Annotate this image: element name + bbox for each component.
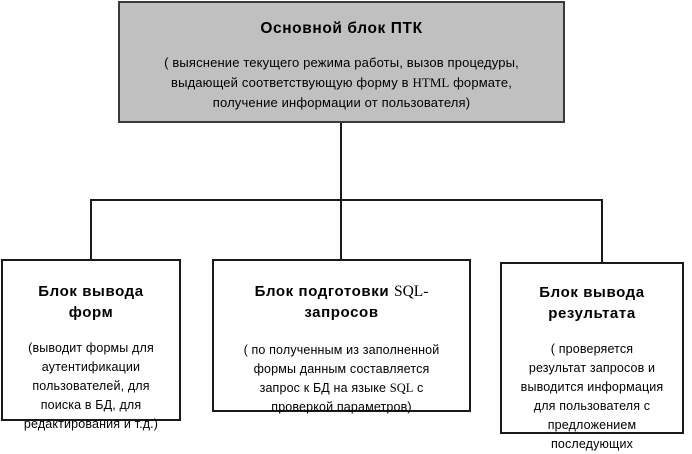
node-sql-prep-title-after: запросов (304, 304, 379, 321)
connector-drop-right (601, 199, 603, 262)
node-result-output-block: Блок вывода результата ( проверяется рез… (500, 262, 684, 451)
node-sql-prep-body: ( по полученным из заполненной формы дан… (214, 341, 469, 417)
connector-horizontal-bus (90, 199, 603, 201)
node-root-body-text-after: формате, получение информации от пользов… (212, 75, 512, 110)
node-root-body: ( выяснение текущего режима работы, вызо… (120, 53, 563, 113)
connector-drop-center (340, 199, 342, 259)
node-sql-preparation-block: Блок подготовки SQL- запросов ( по получ… (212, 259, 471, 414)
node-main-ptk-block: Основной блок ПТК ( выяснение текущего р… (118, 1, 565, 123)
node-sql-prep-body-after: с проверкой параметров) (271, 381, 424, 414)
node-output-forms-title: Блок вывода форм (38, 283, 144, 321)
node-result-output-body: ( проверяется результат запросов и вывод… (520, 342, 664, 451)
node-root-body-text-before: ( выяснение текущего режима работы, вызо… (164, 55, 519, 90)
node-sql-prep-body-sql-token: SQL (389, 381, 414, 395)
connector-root-stem (340, 123, 342, 201)
node-root-title: Основной блок ПТК (260, 20, 423, 37)
connector-drop-left (90, 199, 92, 259)
node-sql-prep-title: Блок подготовки SQL- запросов (214, 281, 469, 323)
node-sql-prep-title-before: Блок подготовки (254, 283, 394, 300)
node-output-forms-block: Блок вывода форм (выводит формы для ауте… (1, 259, 181, 431)
node-output-forms-body: (выводит формы для аутентификации пользо… (23, 341, 159, 431)
node-sql-prep-title-sql-token: SQL- (393, 283, 429, 300)
node-result-output-title: Блок вывода результата (539, 284, 645, 322)
node-sql-prep-body-before: ( по полученным из заполненной формы дан… (243, 343, 440, 395)
node-root-body-html-token: HTML (412, 75, 450, 90)
